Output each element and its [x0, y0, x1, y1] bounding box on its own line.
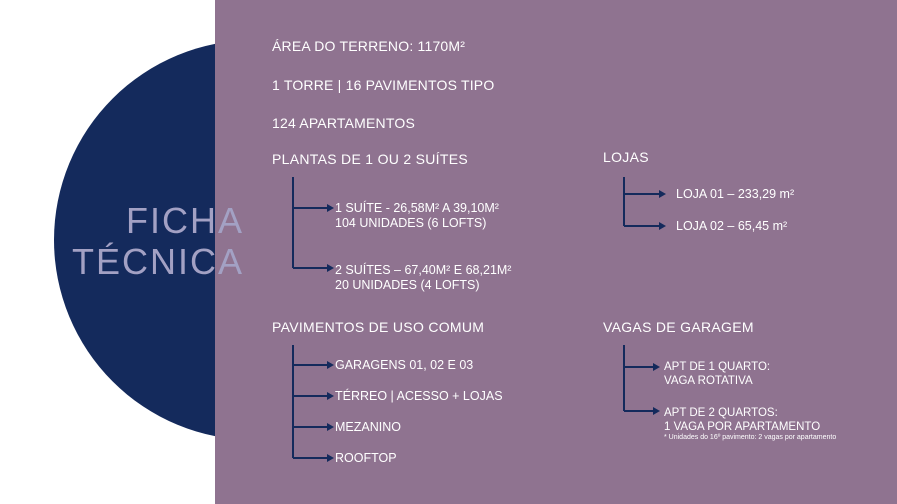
pavimento-item-3: MEZANINO	[335, 420, 401, 434]
vaga-item-1-line1: APT DE 1 QUARTO:	[664, 361, 771, 373]
title-circle-clip	[0, 0, 215, 504]
arrowhead	[653, 363, 660, 371]
plantas-connector	[292, 177, 330, 269]
arrowhead	[327, 361, 334, 369]
plantas-heading: PLANTAS DE 1 OU 2 SUÍTES	[272, 151, 468, 167]
plantas-item-1-line1: 1 SUÍTE - 26,58M² A 39,10M²	[335, 201, 499, 215]
arrowhead	[327, 454, 334, 462]
vaga-item-2-line2: 1 VAGA POR APARTAMENTO	[664, 421, 821, 433]
vagas-connector	[623, 345, 656, 412]
vagas-footnote: * Unidades do 16º pavimento: 2 vagas por…	[664, 434, 837, 441]
title-line-2: TÉCNICA	[71, 241, 244, 282]
vaga-item-1-line2: VAGA ROTATIVA	[664, 375, 753, 387]
plantas-item-2-line1: 2 SUÍTES – 67,40M² E 68,21M²	[335, 263, 512, 277]
title-line-1: FICHA	[126, 200, 244, 241]
plantas-item-2-line2: 20 UNIDADES (4 LOFTS)	[335, 278, 480, 292]
pavimentos-connector	[292, 345, 330, 459]
arrowhead	[327, 264, 334, 272]
arrowhead	[327, 392, 334, 400]
arrowhead	[327, 204, 334, 212]
vaga-item-2-line1: APT DE 2 QUARTOS:	[664, 407, 778, 419]
lojas-connector	[623, 177, 662, 227]
pavimento-item-2: TÉRREO | ACESSO + LOJAS	[335, 389, 503, 403]
lojas-heading: LOJAS	[603, 149, 649, 165]
pavimentos-heading: PAVIMENTOS DE USO COMUM	[272, 319, 485, 335]
content-panel	[215, 0, 897, 504]
loja-item-1: LOJA 01 – 233,29 m²	[676, 187, 795, 201]
arrowhead	[659, 222, 666, 230]
loja-item-2: LOJA 02 – 65,45 m²	[676, 219, 788, 233]
arrowhead	[327, 423, 334, 431]
area-text: ÁREA DO TERRENO: 1170M²	[272, 38, 466, 54]
arrowhead	[659, 190, 666, 198]
apartments-text: 124 APARTAMENTOS	[272, 115, 415, 131]
plantas-item-1-line2: 104 UNIDADES (6 LOFTS)	[335, 216, 487, 230]
pavimento-item-1: GARAGENS 01, 02 E 03	[335, 358, 474, 372]
pavimento-item-4: ROOFTOP	[335, 451, 397, 465]
arrowhead	[653, 407, 660, 415]
towers-text: 1 TORRE | 16 PAVIMENTOS TIPO	[272, 77, 495, 93]
vagas-heading: VAGAS DE GARAGEM	[603, 319, 754, 335]
